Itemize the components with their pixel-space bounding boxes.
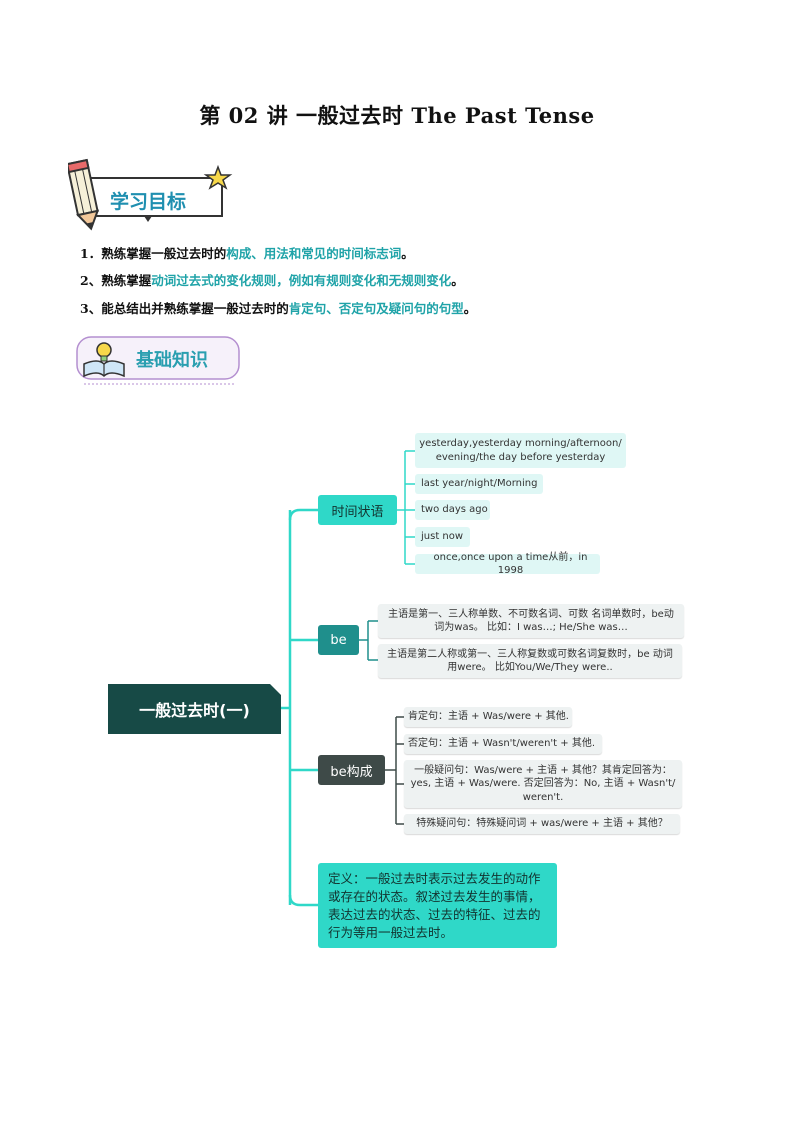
objective-2: 2、熟练掌握动词过去式的变化规则，例如有规则变化和无规则变化。 xyxy=(80,273,464,288)
root-corner-fold xyxy=(270,684,281,695)
mindmap-root: 一般过去时(一) xyxy=(108,684,281,734)
page-title: 第 02 讲 一般过去时 The Past Tense xyxy=(199,103,595,128)
structure-leaf-affirmative: 肯定句：主语 + Was/were + 其他. xyxy=(404,707,572,727)
be-leaf-2: 主语是第二人称或第一、三人称复数或可数名词复数时，be 动词用were。 比如Y… xyxy=(378,644,682,678)
knowledge-badge-label: 基础知识 xyxy=(136,350,208,371)
time-leaf-4: just now xyxy=(415,527,470,547)
objective-1: 1．熟练掌握一般过去时的构成、用法和常见的时间标志词。 xyxy=(80,246,414,261)
knowledge-badge: 基础知识 xyxy=(74,334,244,388)
structure-leaf-special-question: 特殊疑问句：特殊疑问词 + was/were + 主语 + 其他？ xyxy=(404,814,680,834)
branch-time: 时间状语 xyxy=(318,495,397,525)
objective-3: 3、能总结出并熟练掌握一般过去时的肯定句、否定句及疑问句的句型。 xyxy=(80,301,477,316)
be-leaf-1: 主语是第一、三人称单数、不可数名词、可数 名词单数时，be动词为was。 比如：… xyxy=(378,604,684,638)
time-leaf-3: two days ago xyxy=(415,500,490,520)
objectives-badge-label: 学习目标 xyxy=(110,191,187,213)
book-bulb-icon xyxy=(83,342,125,378)
branch-be-structure: be构成 xyxy=(318,755,385,785)
structure-leaf-general-question: 一般疑问句：Was/were + 主语 + 其他？其肯定回答为：yes, 主语 … xyxy=(404,760,682,808)
pencil-icon xyxy=(66,158,233,231)
time-leaf-5: once,once upon a time从前，in 1998 xyxy=(415,552,600,576)
branch-be: be xyxy=(318,625,359,655)
time-leaf-2: last year/night/Morning xyxy=(415,474,543,494)
structure-leaf-negative: 否定句：主语 + Wasn't/weren't + 其他. xyxy=(404,734,602,754)
branch-definition: 定义：一般过去时表示过去发生的动作或存在的状态。叙述过去发生的事情，表达过去的状… xyxy=(318,863,557,948)
time-leaf-1: yesterday,yesterday morning/afternoon/ e… xyxy=(415,433,626,468)
star-icon xyxy=(203,164,233,190)
objectives-badge: 学习目标 xyxy=(66,155,233,235)
